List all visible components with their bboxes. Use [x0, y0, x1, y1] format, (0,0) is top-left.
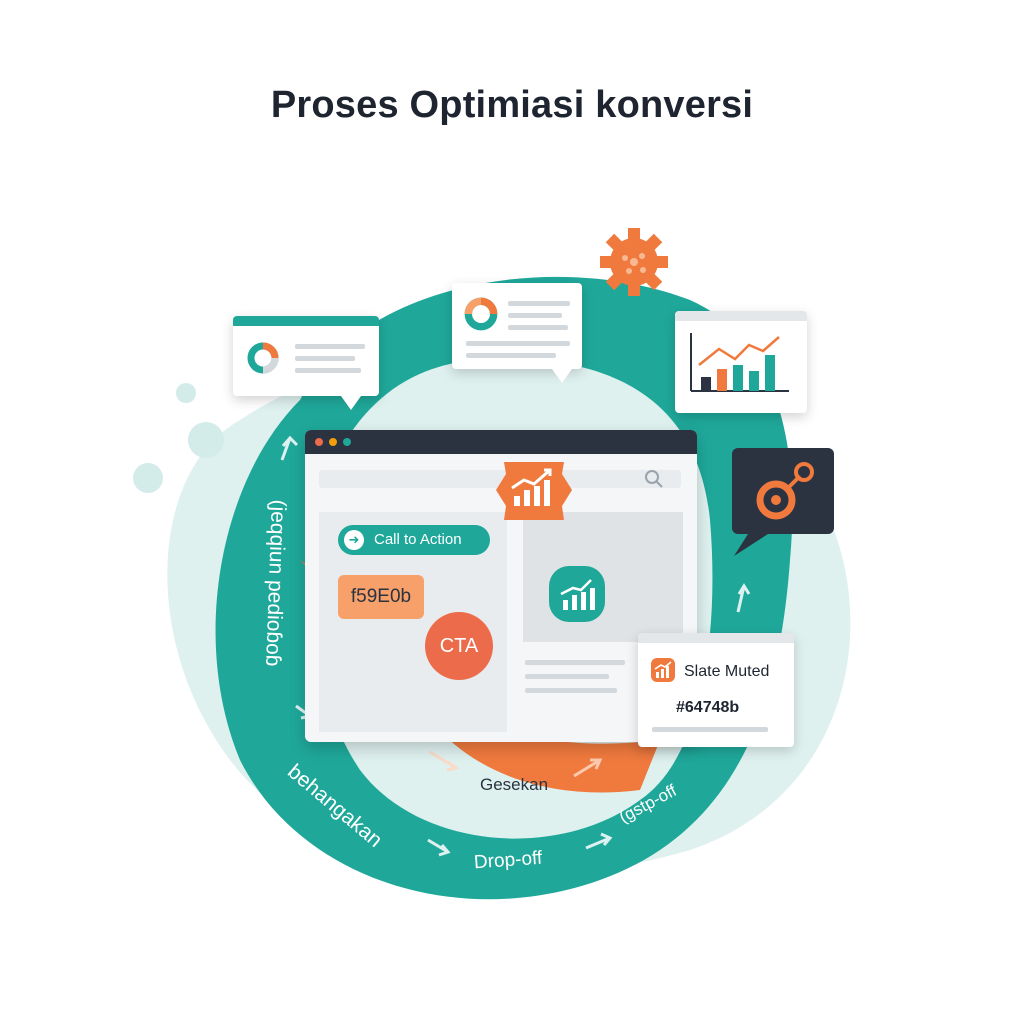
bubble-tail: [341, 396, 361, 410]
address-bar[interactable]: [319, 470, 681, 488]
text-line: [295, 368, 361, 373]
donut-chart-icon: [464, 297, 498, 331]
text-line: [652, 727, 768, 732]
text-line: [466, 353, 556, 358]
color-chip: f59E0b: [338, 575, 424, 619]
bubble-tail: [552, 369, 572, 383]
flow-label-inner: Gesekan: [480, 775, 549, 794]
chart-card: [675, 311, 807, 413]
orange-funnel-band: [300, 560, 660, 793]
page-title: Proses Optimiasi konversi: [270, 84, 754, 126]
card-header-bar: [638, 633, 794, 643]
swatch-name: Slate Muted: [684, 663, 770, 680]
browser-title-bar: [305, 430, 697, 454]
window-dot: [315, 438, 323, 446]
call-to-action-button[interactable]: ➜ Call to Action: [338, 525, 490, 555]
target-icon: [756, 462, 814, 520]
text-line: [525, 674, 609, 679]
analytics-card-middle: [452, 283, 582, 383]
window-dot: [329, 438, 337, 446]
call-to-action-label: Call to Action: [374, 531, 462, 548]
card-header-bar: [233, 316, 379, 326]
window-dot: [343, 438, 351, 446]
bar-line-chart-icon: [690, 333, 789, 392]
image-panel: [523, 512, 683, 642]
search-icon[interactable]: [643, 468, 665, 490]
chart-badge-icon: [549, 566, 605, 622]
cta-circle-button[interactable]: CTA: [425, 612, 493, 680]
text-line: [466, 341, 570, 346]
analytics-card-left: [233, 316, 379, 410]
text-line: [525, 660, 625, 665]
text-line: [525, 688, 617, 693]
text-line: [295, 344, 365, 349]
growth-chart-icon: [651, 658, 675, 682]
growth-chart-badge: [496, 462, 572, 520]
arrow-right-circle-icon: ➜: [344, 530, 364, 550]
target-bubble: [732, 448, 834, 556]
decor-bubble: [176, 383, 196, 403]
card-header-bar: [675, 311, 807, 321]
decor-bubble: [133, 463, 163, 493]
text-line: [508, 301, 570, 306]
text-line: [508, 325, 568, 330]
donut-chart-icon: [247, 342, 279, 374]
gear-icon: [600, 228, 668, 296]
color-swatch-card: Slate Muted #64748b: [638, 633, 794, 747]
decor-bubble: [188, 422, 224, 458]
swatch-hex: #64748b: [676, 699, 740, 716]
text-line: [295, 356, 355, 361]
text-line: [508, 313, 562, 318]
